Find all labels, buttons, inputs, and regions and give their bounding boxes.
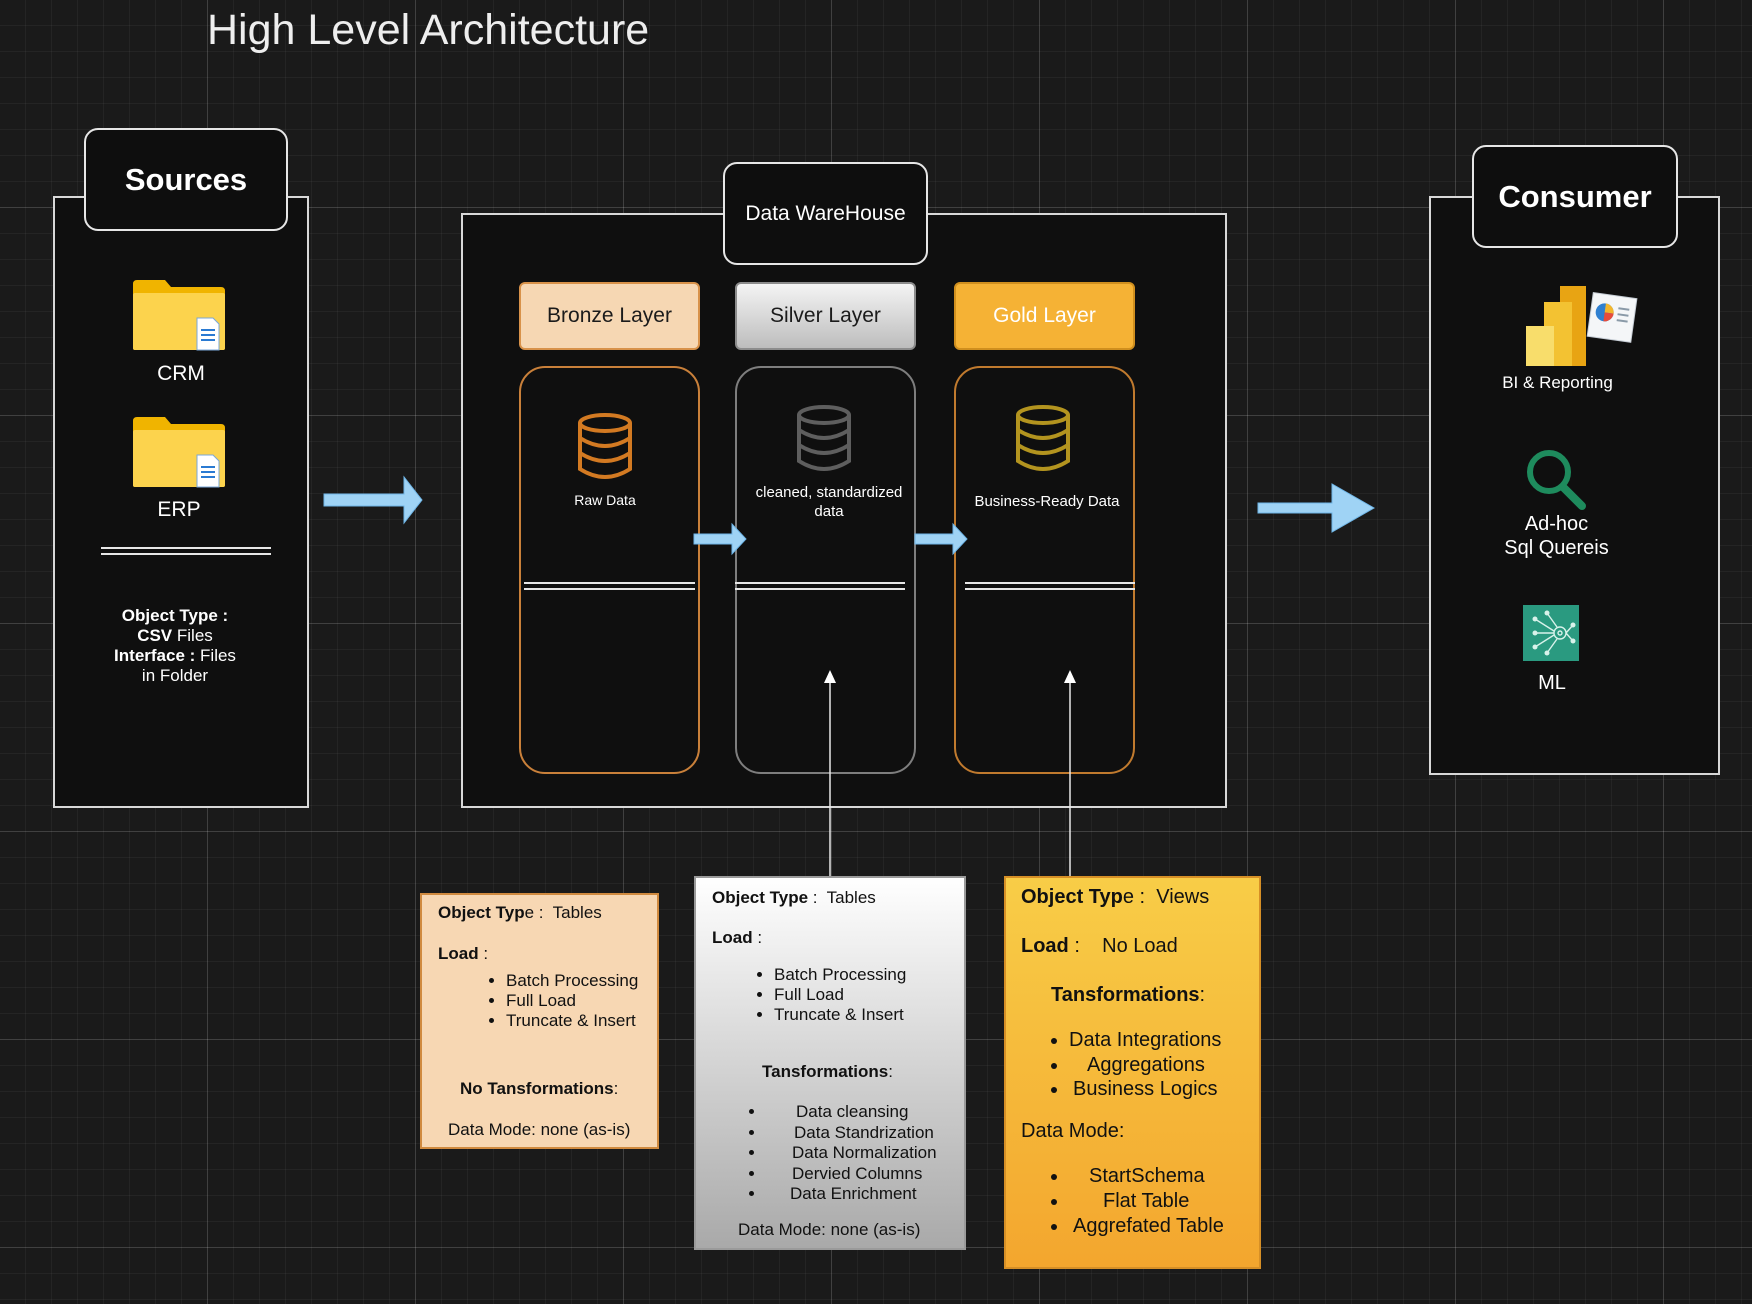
list-item: Aggregations [1069, 1053, 1221, 1078]
bronze-layer-header: Bronze Layer [519, 282, 700, 350]
folder-icon [133, 280, 225, 351]
connector-line [824, 670, 836, 878]
list-item: Batch Processing [506, 971, 638, 991]
list-item: Data Integrations [1069, 1028, 1221, 1053]
list-item: Dervied Columns [766, 1164, 937, 1185]
ml-network-icon [1523, 605, 1579, 661]
silver-layer-lane [735, 366, 916, 774]
bar-chart-icon [1526, 286, 1638, 366]
silver-layer-desc: cleaned, standardized data [755, 484, 903, 520]
bronze-layer-lane [519, 366, 700, 774]
sources-details: Object Type : CSV Files Interface : File… [114, 606, 236, 685]
magnifier-icon [1527, 450, 1586, 510]
gold-info-box: Object Type : Views Load : No Load Tansf… [1004, 876, 1261, 1269]
database-icon [1016, 405, 1070, 471]
divider [101, 547, 271, 555]
bronze-info-box: Object Type : Tables Load : Batch Proces… [420, 893, 659, 1149]
consumer-bi-label: BI & Reporting [1502, 373, 1613, 392]
flow-arrow [323, 475, 423, 525]
connector-line [1064, 670, 1076, 878]
bronze-layer-desc: Raw Data [574, 492, 636, 508]
list-item: Batch Processing [774, 965, 906, 985]
source-erp-label: ERP [157, 498, 201, 521]
page-title: High Level Architecture [207, 6, 650, 54]
gold-layer-header: Gold Layer [954, 282, 1135, 350]
source-crm-label: CRM [157, 362, 205, 385]
gold-layer-desc: Business-Ready Data [974, 493, 1120, 510]
list-item: StartSchema [1069, 1164, 1224, 1189]
sources-header: Sources [84, 128, 288, 231]
warehouse-header: Data WareHouse [723, 162, 928, 265]
silver-layer-header: Silver Layer [735, 282, 916, 350]
list-item: Truncate & Insert [774, 1005, 906, 1025]
database-icon [578, 413, 632, 479]
list-item: Aggrefated Table [1069, 1214, 1224, 1239]
consumer-header: Consumer [1472, 145, 1678, 248]
flow-arrow [914, 522, 968, 556]
list-item: Full Load [506, 991, 638, 1011]
divider [524, 582, 695, 590]
database-icon [797, 405, 851, 471]
list-item: Data Normalization [766, 1143, 937, 1164]
list-item: Business Logics [1069, 1077, 1221, 1102]
consumer-ml-label: ML [1538, 672, 1566, 694]
list-item: Data Standrization [766, 1123, 937, 1144]
divider [735, 582, 905, 590]
list-item: Data cleansing [766, 1102, 937, 1123]
flow-arrow [693, 522, 747, 556]
list-item: Data Enrichment [766, 1184, 937, 1205]
flow-arrow [1257, 483, 1376, 533]
gold-layer-lane [954, 366, 1135, 774]
silver-info-box: Object Type : Tables Load : Batch Proces… [694, 876, 966, 1250]
list-item: Full Load [774, 985, 906, 1005]
list-item: Flat Table [1069, 1189, 1224, 1214]
consumer-adhoc-label: Ad-hoc Sql Quereis [1504, 513, 1609, 559]
divider [965, 582, 1135, 590]
folder-icon [133, 417, 225, 488]
list-item: Truncate & Insert [506, 1011, 638, 1031]
